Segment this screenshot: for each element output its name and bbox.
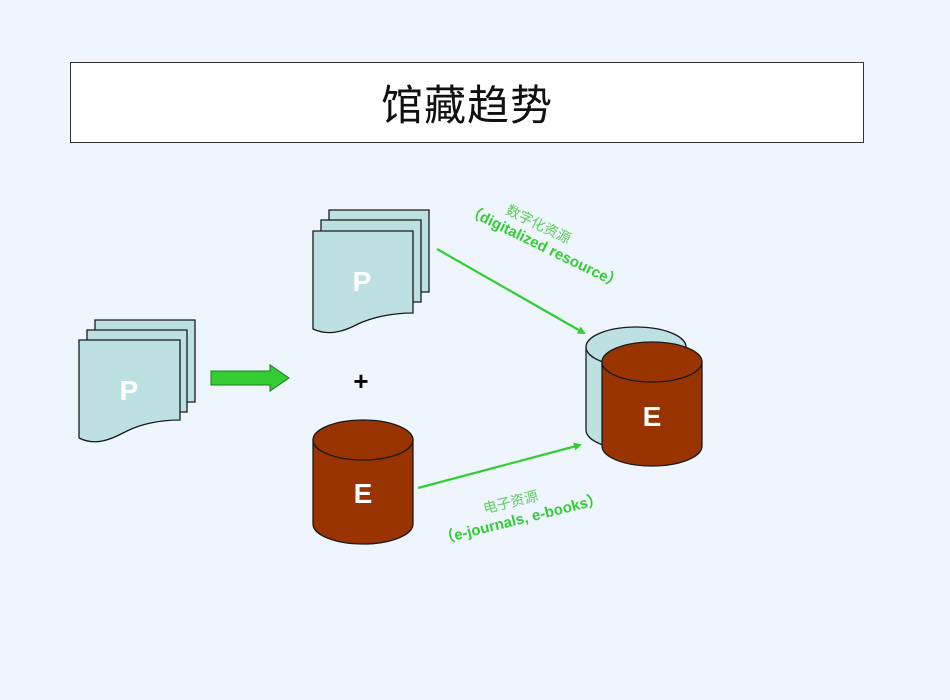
document-sheet-front <box>312 230 414 334</box>
electronic-resource-label: 电子资源 （e-journals, e-books） <box>438 488 605 548</box>
title-box: 馆藏趋势 <box>70 62 864 143</box>
plus-sign: + <box>353 366 368 396</box>
print-letter: P <box>120 375 139 406</box>
line-arrow-icon <box>436 248 586 334</box>
source-print-documents: P <box>78 319 196 443</box>
cylinder-body <box>312 439 414 545</box>
electronic-letter: E <box>354 478 373 509</box>
electronic-cylinder-body <box>601 361 703 467</box>
electronic-cylinder-top <box>601 341 703 383</box>
print-letter: P <box>353 266 372 297</box>
page-title: 馆藏趋势 <box>380 81 553 130</box>
combined-collection-cylinders: E <box>585 326 703 467</box>
digitalized-resource-label: 数字化资源 （digitalized resource） <box>463 201 624 292</box>
line-arrow-icon <box>417 442 582 490</box>
document-sheet-front <box>78 339 181 443</box>
right-block-arrow-icon <box>210 364 290 392</box>
cylinder-top <box>312 419 414 461</box>
electronic-resources-cylinder: E <box>312 419 414 545</box>
print-resources-documents: P <box>312 209 430 334</box>
combined-letter: E <box>643 401 662 432</box>
